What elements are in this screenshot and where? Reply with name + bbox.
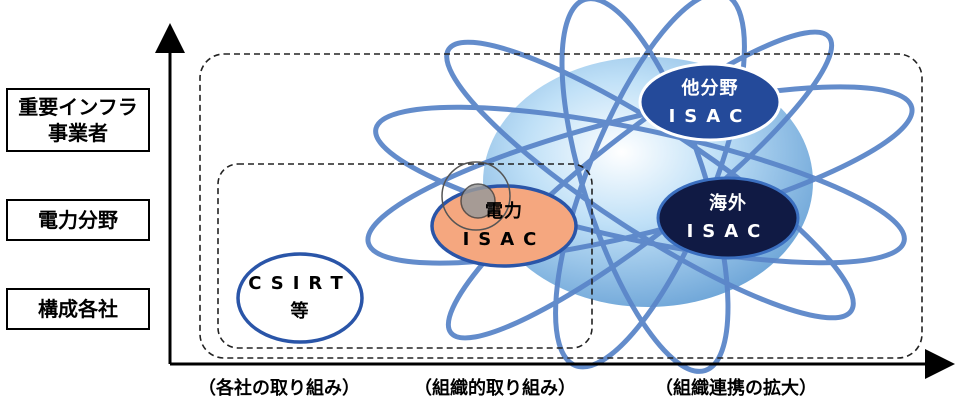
- overseas-isac-label: 海外 ISAC: [668, 190, 788, 246]
- other-isac-node: [638, 62, 782, 142]
- x-stage-organizational: （組織的取り組み）: [414, 378, 576, 399]
- csirt-label: CSIRT 等: [240, 270, 360, 326]
- y-level-infra-operators: 重要インフラ 事業者: [6, 88, 150, 152]
- power-isac-label: 電力 ISAC: [444, 198, 564, 254]
- focus-ring-inner: [460, 183, 496, 219]
- y-level-line1: 重要インフラ: [18, 95, 138, 119]
- y-level-line2: 事業者: [48, 121, 108, 145]
- orbit-ring: [373, 104, 907, 266]
- other-isac-label-line1: 他分野: [681, 78, 739, 99]
- csirt-label-line1: CSIRT: [248, 273, 352, 294]
- csirt-label-line2: 等: [290, 301, 310, 322]
- orbit-ring: [365, 84, 915, 266]
- orbit-ring: [559, 0, 731, 374]
- org-linkage-region: [199, 53, 923, 359]
- x-stage-company: （各社の取り組み）: [198, 378, 360, 399]
- other-isac-label: 他分野 ISAC: [650, 75, 770, 131]
- power-isac-label-line2: ISAC: [462, 229, 546, 250]
- overseas-isac-label-line1: 海外: [709, 193, 747, 214]
- overseas-isac-label-line2: ISAC: [686, 221, 770, 242]
- y-level-power-sector: 電力分野: [6, 199, 150, 241]
- y-level-line1: 電力分野: [38, 208, 118, 232]
- focus-ring-outer: [441, 161, 511, 231]
- y-level-member-companies: 構成各社: [6, 288, 150, 330]
- y-level-line1: 構成各社: [38, 297, 118, 321]
- other-isac-label-line2: ISAC: [668, 106, 752, 127]
- overseas-isac-node: [656, 176, 800, 260]
- csirt-node: [236, 252, 364, 344]
- x-stage-linkage: （組織連携の拡大）: [655, 378, 817, 399]
- power-isac-label-line1: 電力: [485, 201, 523, 222]
